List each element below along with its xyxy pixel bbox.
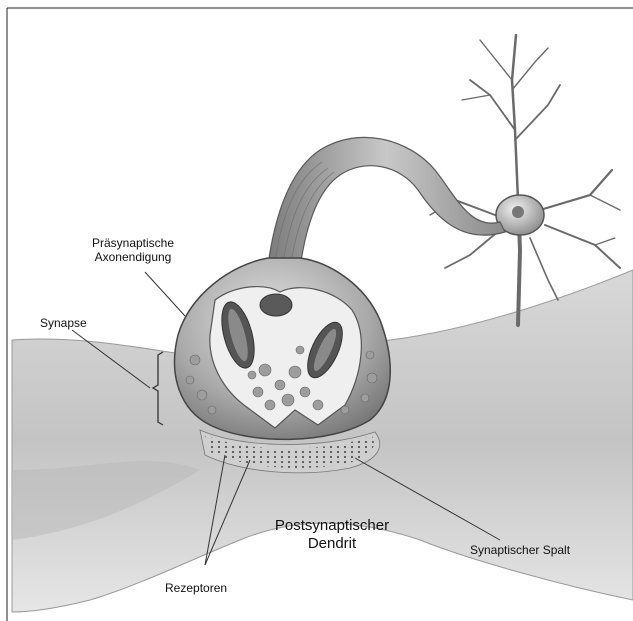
label-presynaptic-terminal: Präsynaptische Axonendigung [68, 236, 198, 265]
axon [268, 137, 505, 268]
neuron-cell [420, 35, 620, 325]
label-postsynaptic-dendrite: Postsynaptischer Dendrit [252, 517, 412, 553]
neuron-nucleus [512, 206, 524, 218]
label-synaptic-cleft: Synaptischer Spalt [470, 543, 570, 557]
label-receptors: Rezeptoren [165, 581, 227, 595]
label-synapse: Synapse [40, 316, 87, 330]
